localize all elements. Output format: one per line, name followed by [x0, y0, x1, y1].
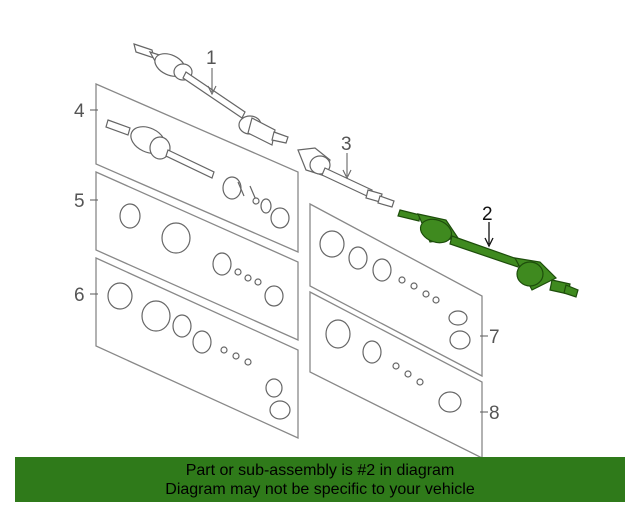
panel-7-kit[interactable]: [309, 202, 483, 378]
callout-4: 4: [74, 101, 85, 122]
notice-line-2: Diagram may not be specific to your vehi…: [165, 481, 475, 498]
part-1-axle-assembly[interactable]: [133, 43, 289, 146]
diagram-notice-banner: Part or sub-assembly is #2 in diagram Di…: [15, 457, 625, 502]
panel-6-kit[interactable]: [95, 256, 299, 440]
callout-8: 8: [489, 403, 500, 424]
callout-1: 1: [206, 48, 217, 69]
part-3-inner-joint[interactable]: [297, 147, 395, 208]
panel-4-kit[interactable]: [95, 83, 299, 253]
callout-3: 3: [341, 134, 352, 155]
panel-8-kit[interactable]: [309, 290, 483, 460]
callout-6: 6: [74, 285, 85, 306]
callout-7: 7: [489, 327, 500, 348]
panel-5-kit[interactable]: [95, 170, 299, 342]
callout-5: 5: [74, 191, 85, 212]
callout-2: 2: [482, 204, 493, 225]
notice-line-1: Part or sub-assembly is #2 in diagram: [185, 462, 455, 479]
part-2-axle-shaft-highlighted[interactable]: [397, 209, 579, 298]
